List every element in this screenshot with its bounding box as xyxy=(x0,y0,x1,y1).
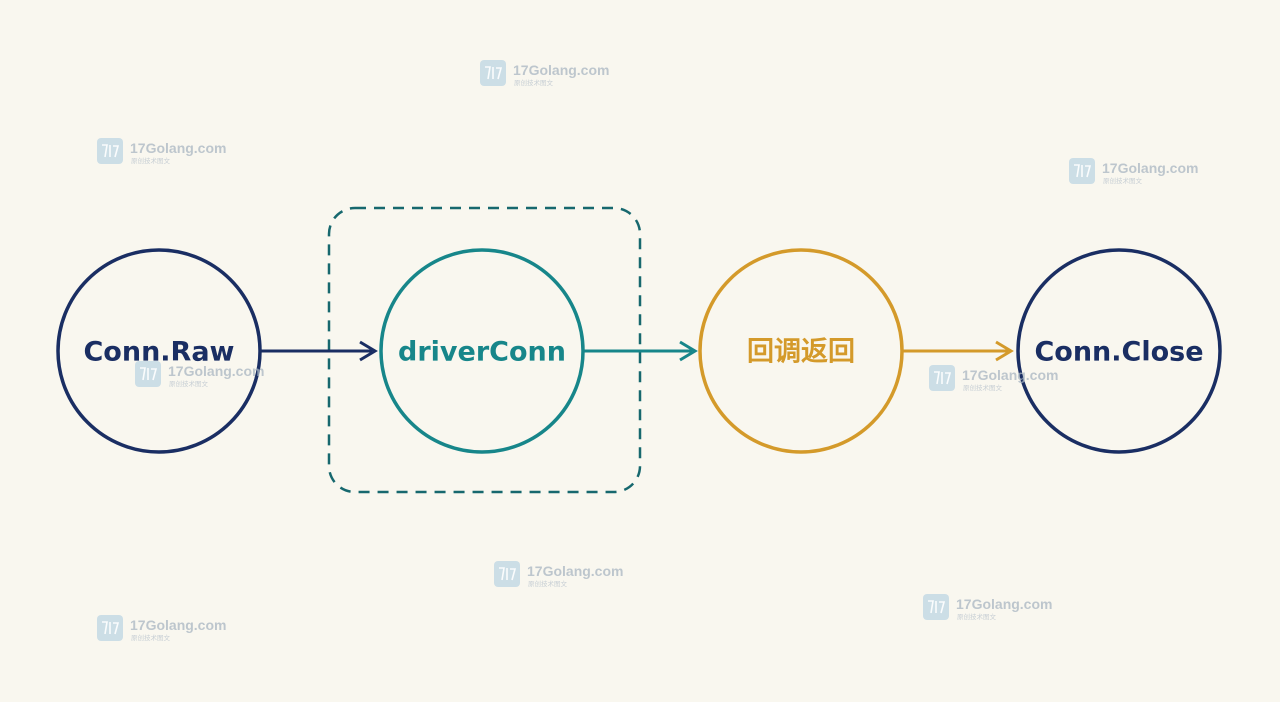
node-conn-close: Conn.Close xyxy=(1016,248,1222,454)
node-label-callback-return: 回调返回 xyxy=(747,337,855,368)
edge-callback-return-to-conn-close xyxy=(903,340,1014,362)
arrowhead-icon xyxy=(679,340,698,362)
node-callback-return: 回调返回 xyxy=(698,248,904,454)
arrowhead-icon xyxy=(995,340,1014,362)
watermark-subtext: 原创技术图文 xyxy=(169,379,209,388)
watermark-subtext: 原创技术图文 xyxy=(957,612,997,621)
logo-icon xyxy=(923,594,949,620)
watermark-subtext: 原创技术图文 xyxy=(131,156,171,165)
node-driver-conn: driverConn xyxy=(379,248,585,454)
watermark-subtext: 原创技术图文 xyxy=(131,633,171,642)
logo-icon xyxy=(97,138,123,164)
logo-icon xyxy=(97,615,123,641)
watermark-text: 17Golang.com xyxy=(168,363,264,379)
logo-icon xyxy=(135,361,161,387)
watermark-subtext: 原创技术图文 xyxy=(1103,176,1143,185)
watermark-text: 17Golang.com xyxy=(130,140,226,156)
node-circle xyxy=(56,248,262,454)
arrowhead-icon xyxy=(359,340,378,362)
watermark-subtext: 原创技术图文 xyxy=(528,579,568,588)
node-circle xyxy=(698,248,904,454)
logo-icon xyxy=(1069,158,1095,184)
watermark-subtext: 原创技术图文 xyxy=(514,78,554,87)
logo-icon xyxy=(480,60,506,86)
node-conn-raw: Conn.Raw xyxy=(56,248,262,454)
watermark-text: 17Golang.com xyxy=(956,596,1052,612)
watermark-text: 17Golang.com xyxy=(962,367,1058,383)
logo-icon xyxy=(929,365,955,391)
watermark-text: 17Golang.com xyxy=(130,617,226,633)
node-circle xyxy=(1016,248,1222,454)
watermark-text: 17Golang.com xyxy=(527,563,623,579)
watermark-text: 17Golang.com xyxy=(1102,160,1198,176)
node-circle xyxy=(379,248,585,454)
edge-conn-raw-to-driver-conn xyxy=(261,340,378,362)
node-label-conn-close: Conn.Close xyxy=(1034,337,1203,368)
node-label-driver-conn: driverConn xyxy=(398,337,566,368)
edge-driver-conn-to-callback-return xyxy=(583,340,698,362)
watermark-text: 17Golang.com xyxy=(513,62,609,78)
watermark-subtext: 原创技术图文 xyxy=(963,383,1003,392)
logo-icon xyxy=(494,561,520,587)
